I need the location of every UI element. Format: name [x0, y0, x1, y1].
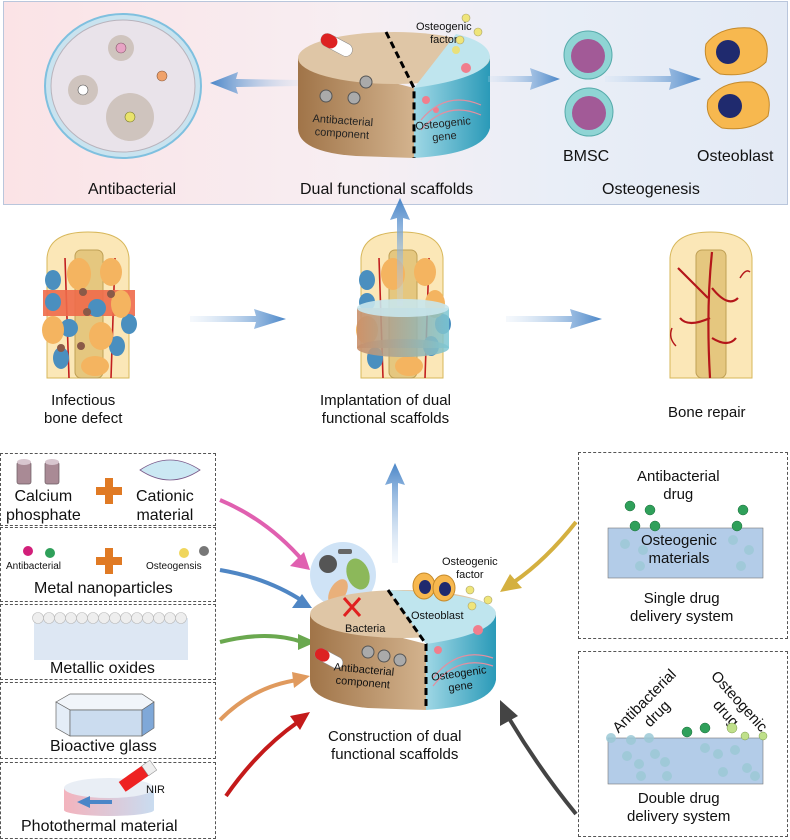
arrows-materials-to-scaffold [218, 498, 316, 798]
osteogenesis-label: Osteogenesis [602, 181, 700, 198]
osteoblast-label: Osteoblast [697, 148, 774, 165]
center-antibacterial-label: Antibacterial component [333, 661, 395, 692]
bmsc-cells-icon [563, 30, 614, 137]
scaffold-factor-label: Osteogenic factor [416, 21, 472, 47]
center-osteoblast-icon [412, 572, 456, 602]
blue-arrow [219, 568, 306, 604]
nir-label: NIR [146, 784, 165, 796]
center-factor-label: Osteogenic factor [442, 556, 498, 582]
center-scaffold-illustration [310, 589, 496, 710]
gray-arrow-head [500, 700, 518, 726]
dual-scaffolds-label: Dual functional scaffolds [300, 181, 474, 198]
arrow-implant-to-top-panel [390, 198, 410, 306]
gold-arrow [512, 520, 578, 584]
arrows-delivery-to-scaffold [500, 520, 578, 816]
calcium-phosphate-label: Calcium phosphate [6, 488, 81, 525]
implantation-illustration [356, 231, 451, 379]
np-antibacterial-label: Antibacterial [6, 561, 62, 572]
bioactive-glass-label: Bioactive glass [50, 738, 157, 755]
pink-arrow [219, 498, 306, 564]
arrow-to-bmsc [488, 68, 560, 90]
double-delivery-icon [606, 722, 768, 785]
metal-nanoparticles-label: Metal nanoparticles [34, 580, 173, 597]
construction-title: Construction of dual functional scaffold… [328, 728, 462, 763]
arrow-implant-to-repair [506, 309, 602, 329]
center-factor-particles [465, 585, 493, 611]
single-osteogenic-materials-label: Osteogenic materials [641, 532, 717, 567]
nanoparticle-icons [23, 546, 209, 558]
cationic-material-icon [139, 459, 201, 481]
center-osteoblast-label: Osteoblast [411, 610, 464, 622]
single-delivery-icon [607, 500, 764, 579]
double-drug-delivery-title: Double drug delivery system [627, 790, 731, 825]
stage-bone-repair-label: Bone repair [668, 404, 746, 421]
orange-arrow-head [292, 672, 310, 688]
blue-arrow-head [292, 594, 312, 608]
scaffold-antibacterial-label: Antibacterial component [312, 112, 374, 143]
osteoblast-cells-icon [704, 27, 770, 130]
calcium-phosphate-icon [16, 459, 60, 485]
dual-scaffold-illustration [298, 31, 490, 158]
metallic-oxides-label: Metallic oxides [50, 660, 155, 677]
arrow-to-osteoblast [605, 68, 701, 90]
plus-icon [96, 548, 122, 574]
np-osteogenesis-label: Osteogensis [146, 561, 202, 572]
orange-arrow [218, 678, 299, 722]
bmsc-label: BMSC [563, 148, 610, 165]
gray-arrow [508, 718, 578, 816]
single-drug-delivery-title: Single drug delivery system [630, 590, 734, 625]
gold-arrow-head [500, 574, 522, 592]
photothermal-label: Photothermal material [21, 818, 178, 835]
pink-arrow-head [290, 552, 310, 570]
single-antibacterial-drug-label: Antibacterial drug [637, 468, 720, 503]
metallic-oxides-icon [32, 612, 188, 660]
petri-dish-illustration [44, 13, 202, 159]
infectious-bone-defect-illustration [42, 231, 137, 379]
green-arrow-head [298, 634, 316, 650]
photothermal-icon [64, 759, 158, 816]
cationic-material-label: Cationic material [136, 488, 194, 525]
bone-repair-illustration [669, 231, 753, 379]
arrow-construction-to-implant [385, 463, 405, 563]
stage-implantation-label: Implantation of dual functional scaffold… [320, 392, 451, 427]
red-arrow [224, 720, 300, 798]
antibacterial-label: Antibacterial [88, 181, 177, 198]
center-bacteria-label: Bacteria [345, 623, 386, 635]
bioactive-glass-icon [55, 693, 155, 737]
red-arrow-head [290, 712, 310, 730]
arrow-to-antibacterial [210, 72, 300, 94]
plus-icon [96, 478, 122, 504]
arrow-defect-to-implant [190, 309, 286, 329]
green-arrow [219, 634, 303, 644]
osteogenic-factor-particles [455, 13, 483, 45]
stage-infectious-bone-defect-label: Infectious bone defect [44, 392, 123, 427]
